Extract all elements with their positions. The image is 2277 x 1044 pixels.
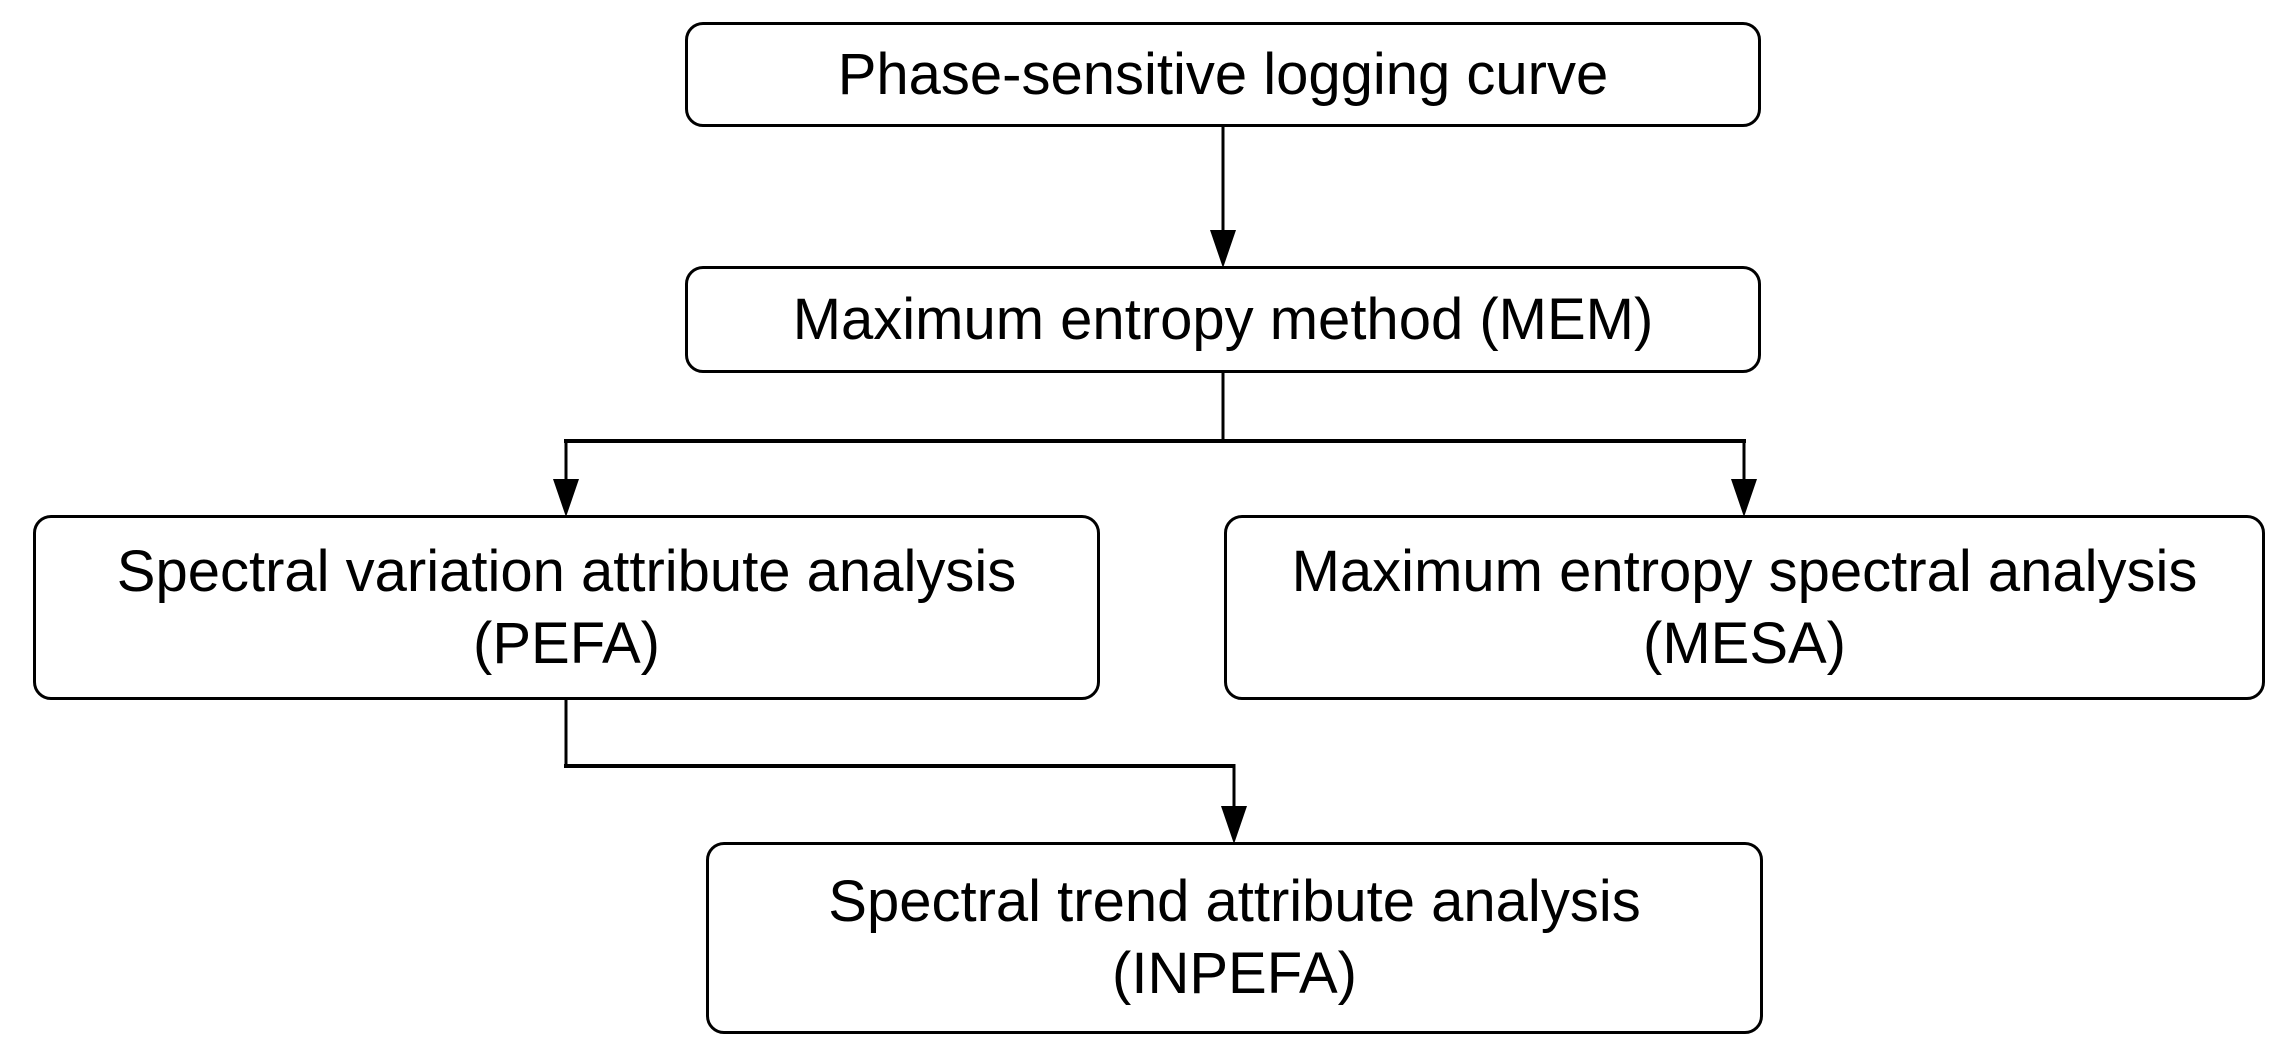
edge-pefa-to-inpefa-arrowhead-icon: [1221, 806, 1247, 844]
node-spectral-trend-attribute-analysis: Spectral trend attribute analysis (INPEF…: [706, 842, 1763, 1034]
node-label: Phase-sensitive logging curve: [837, 41, 1609, 107]
node-spectral-variation-attribute-analysis: Spectral variation attribute analysis (P…: [33, 515, 1100, 700]
node-label: Maximum entropy method (MEM): [792, 286, 1654, 352]
node-label-line1: Maximum entropy spectral analysis: [1291, 538, 2198, 604]
node-maximum-entropy-spectral-analysis: Maximum entropy spectral analysis (MESA): [1224, 515, 2265, 700]
node-label-line2: (PEFA): [473, 610, 660, 676]
node-maximum-entropy-method: Maximum entropy method (MEM): [685, 266, 1761, 373]
edge-mem-to-pefa-arrowhead-icon: [553, 479, 579, 517]
node-label-line2: (MESA): [1643, 610, 1846, 676]
node-phase-sensitive-logging-curve: Phase-sensitive logging curve: [685, 22, 1761, 127]
node-label-line1: Spectral variation attribute analysis: [116, 538, 1017, 604]
node-label-line2: (INPEFA): [1112, 941, 1357, 1006]
edge-logging-to-mem-arrowhead-icon: [1210, 230, 1236, 268]
node-label-line1: Spectral trend attribute analysis: [828, 869, 1641, 934]
edge-mem-to-mesa-arrowhead-icon: [1731, 479, 1757, 517]
